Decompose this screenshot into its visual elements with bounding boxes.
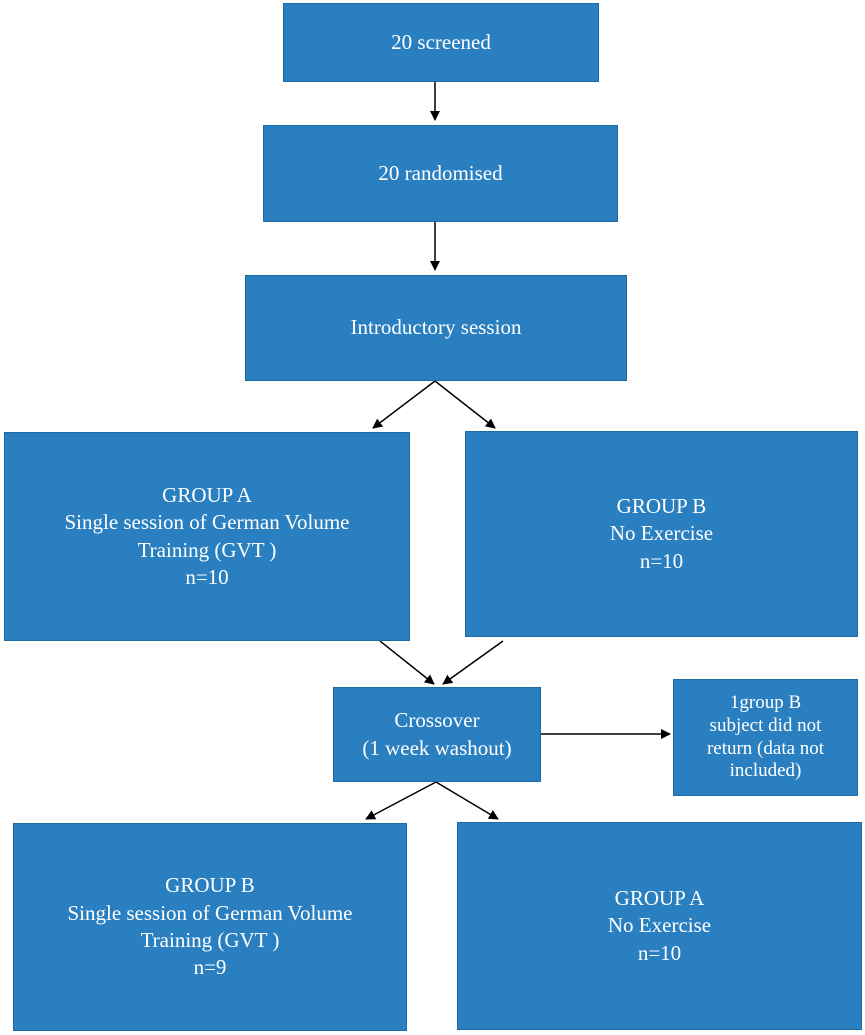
arrow-group-a-to-crossover <box>379 640 435 685</box>
introductory-session-box: Introductory session <box>245 275 627 381</box>
crossover-line1: Crossover <box>394 708 480 733</box>
arrow-crossover-to-group-a-second <box>435 781 499 820</box>
arrow-group-b-to-crossover <box>442 640 504 685</box>
crossover-line2: (1 week washout) <box>362 735 512 760</box>
group-b-second-box: GROUP B Single session of German Volume … <box>13 823 407 1031</box>
randomised-label: 20 randomised <box>378 160 503 185</box>
screened-label: 20 screened <box>391 29 491 54</box>
dropout-line4: included) <box>729 760 802 782</box>
group-b-second-count: n=9 <box>193 955 227 980</box>
group-a-first-title: GROUP A <box>162 482 252 507</box>
group-b-first-line1: No Exercise <box>609 521 714 546</box>
group-b-first-title: GROUP B <box>616 494 707 519</box>
crossover-box: Crossover (1 week washout) <box>333 687 541 782</box>
dropout-box: 1group B subject did not return (data no… <box>673 679 858 796</box>
group-a-second-title: GROUP A <box>614 886 705 911</box>
dropout-line1: 1group B <box>729 691 802 713</box>
randomised-box: 20 randomised <box>263 125 618 222</box>
group-a-first-count: n=10 <box>185 564 229 589</box>
arrow-crossover-to-group-b-second <box>365 781 437 820</box>
group-a-second-line1: No Exercise <box>607 913 712 938</box>
dropout-line2: subject did not <box>709 714 822 736</box>
group-b-first-box: GROUP B No Exercise n=10 <box>465 431 858 637</box>
group-a-second-box: GROUP A No Exercise n=10 <box>457 822 862 1030</box>
group-b-second-line2: Training (GVT ) <box>140 928 280 952</box>
group-a-first-line2: Training (GVT ) <box>137 537 277 562</box>
arrow-introductory-to-group-b <box>434 380 496 429</box>
group-b-second-title: GROUP B <box>165 873 255 898</box>
screened-box: 20 screened <box>283 3 599 82</box>
group-a-second-count: n=10 <box>637 940 682 965</box>
group-b-first-count: n=10 <box>639 548 684 573</box>
arrow-introductory-to-group-a <box>372 380 436 429</box>
group-a-first-box: GROUP A Single session of German Volume … <box>4 432 410 641</box>
group-b-second-line1: Single session of German Volume <box>67 900 353 925</box>
dropout-line3: return (data not <box>706 737 825 759</box>
group-a-first-line1: Single session of German Volume <box>64 510 350 535</box>
introductory-session-label: Introductory session <box>350 315 522 340</box>
